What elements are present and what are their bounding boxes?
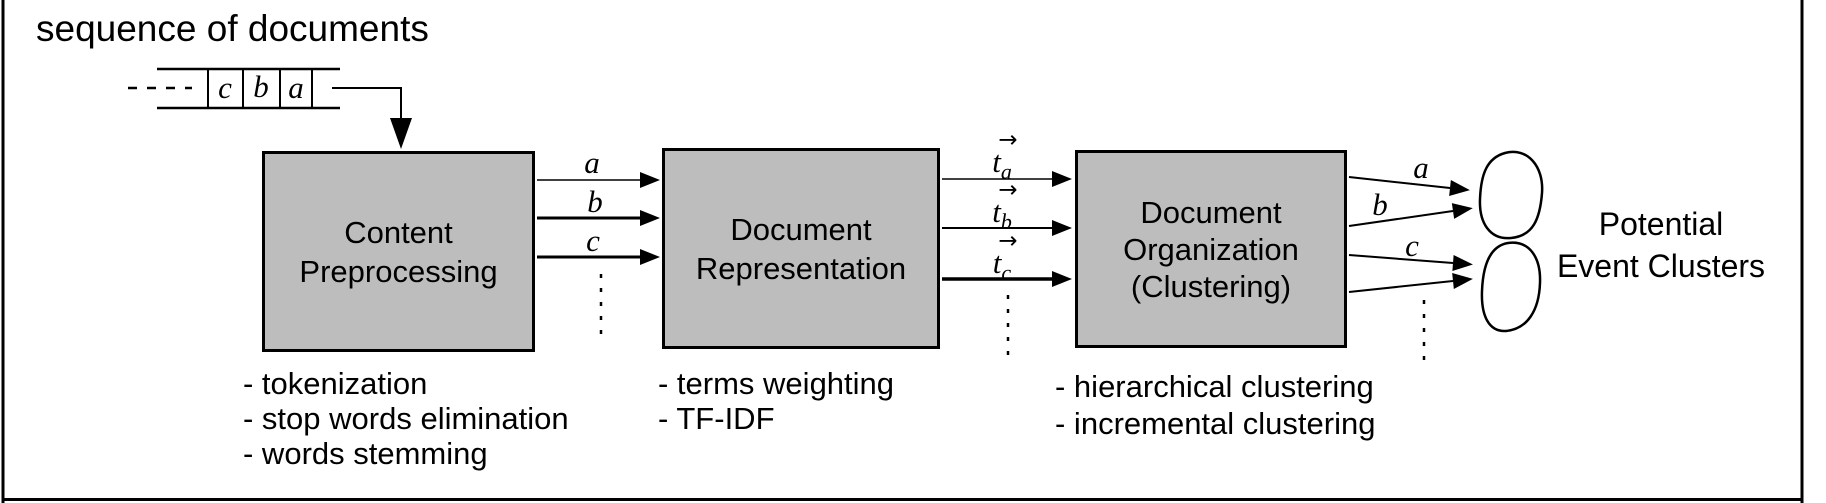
cluster-blob-top (1478, 150, 1544, 240)
cluster-arrow-label-a: a (1413, 150, 1429, 185)
box-label-line: Content (344, 214, 453, 250)
tape-cell-letter: a (288, 70, 304, 105)
arrow-label-b: b (587, 184, 603, 219)
cluster-arrow-a (1348, 176, 1470, 196)
vector-base: t (992, 144, 1001, 179)
cluster-arrow-c (1348, 254, 1473, 271)
note-line: - hierarchical clustering (1055, 369, 1374, 404)
output-label-line: Potential (1598, 206, 1724, 242)
notes-document-representation: - terms weighting - TF-IDF (658, 366, 894, 436)
arrow-label-vector-tb: → tb (972, 177, 1032, 233)
box-label-line: Representation (695, 250, 907, 286)
arrow-label-c: c (586, 223, 600, 258)
tape-cell-letter: c (218, 70, 232, 105)
vector-base: t (992, 194, 1001, 229)
notes-document-organization: - hierarchical clustering - incremental … (1055, 368, 1375, 442)
note-line: - incremental clustering (1055, 406, 1376, 441)
note-line: - words stemming (243, 436, 488, 471)
potential-event-clusters-label: Potential Event Clusters (1531, 203, 1791, 287)
document-representation-box: Document Representation (662, 148, 940, 349)
cluster-arrow-label-c: c (1405, 228, 1419, 263)
box-label-line: (Clustering) (1130, 268, 1292, 304)
cluster-blob-bottom (1480, 241, 1542, 333)
cluster-arrow-d (1348, 273, 1473, 293)
cluster-arrow-b (1348, 203, 1473, 227)
figure-title: sequence of documents (36, 8, 429, 49)
vector-subscript: b (1000, 209, 1012, 235)
down-arrow-icon (390, 118, 412, 149)
arrow-label-vector-ta: → ta (972, 127, 1032, 183)
vector-arrow-icon: → (998, 177, 1018, 203)
arrow-label-a: a (584, 145, 600, 180)
notes-content-preprocessing: - tokenization - stop words elimination … (243, 366, 569, 471)
box-label-line: Document (730, 211, 872, 247)
tape-connector-line (332, 87, 402, 120)
note-line: - tokenization (243, 366, 428, 401)
arrow-label-vector-tc: → tc (972, 228, 1032, 284)
output-label-line: Event Clusters (1556, 248, 1766, 284)
cluster-arrow-label-b: b (1372, 187, 1388, 222)
document-organization-box: Document Organization (Clustering) (1075, 150, 1347, 348)
note-line: - terms weighting (658, 366, 895, 401)
content-preprocessing-box: Content Preprocessing (262, 151, 535, 352)
note-line: - TF-IDF (658, 401, 775, 436)
box-label-line: Preprocessing (299, 253, 498, 289)
vector-subscript: c (1001, 260, 1012, 286)
box-label-line: Document (1140, 194, 1282, 230)
vector-arrow-icon: → (998, 127, 1018, 153)
note-line: - stop words elimination (243, 401, 569, 436)
box-label-line: Organization (1123, 231, 1299, 267)
vector-arrow-icon: → (998, 228, 1018, 254)
vector-subscript: a (1000, 159, 1012, 185)
vector-base: t (992, 245, 1002, 280)
tape-cell-letter: b (253, 69, 269, 104)
